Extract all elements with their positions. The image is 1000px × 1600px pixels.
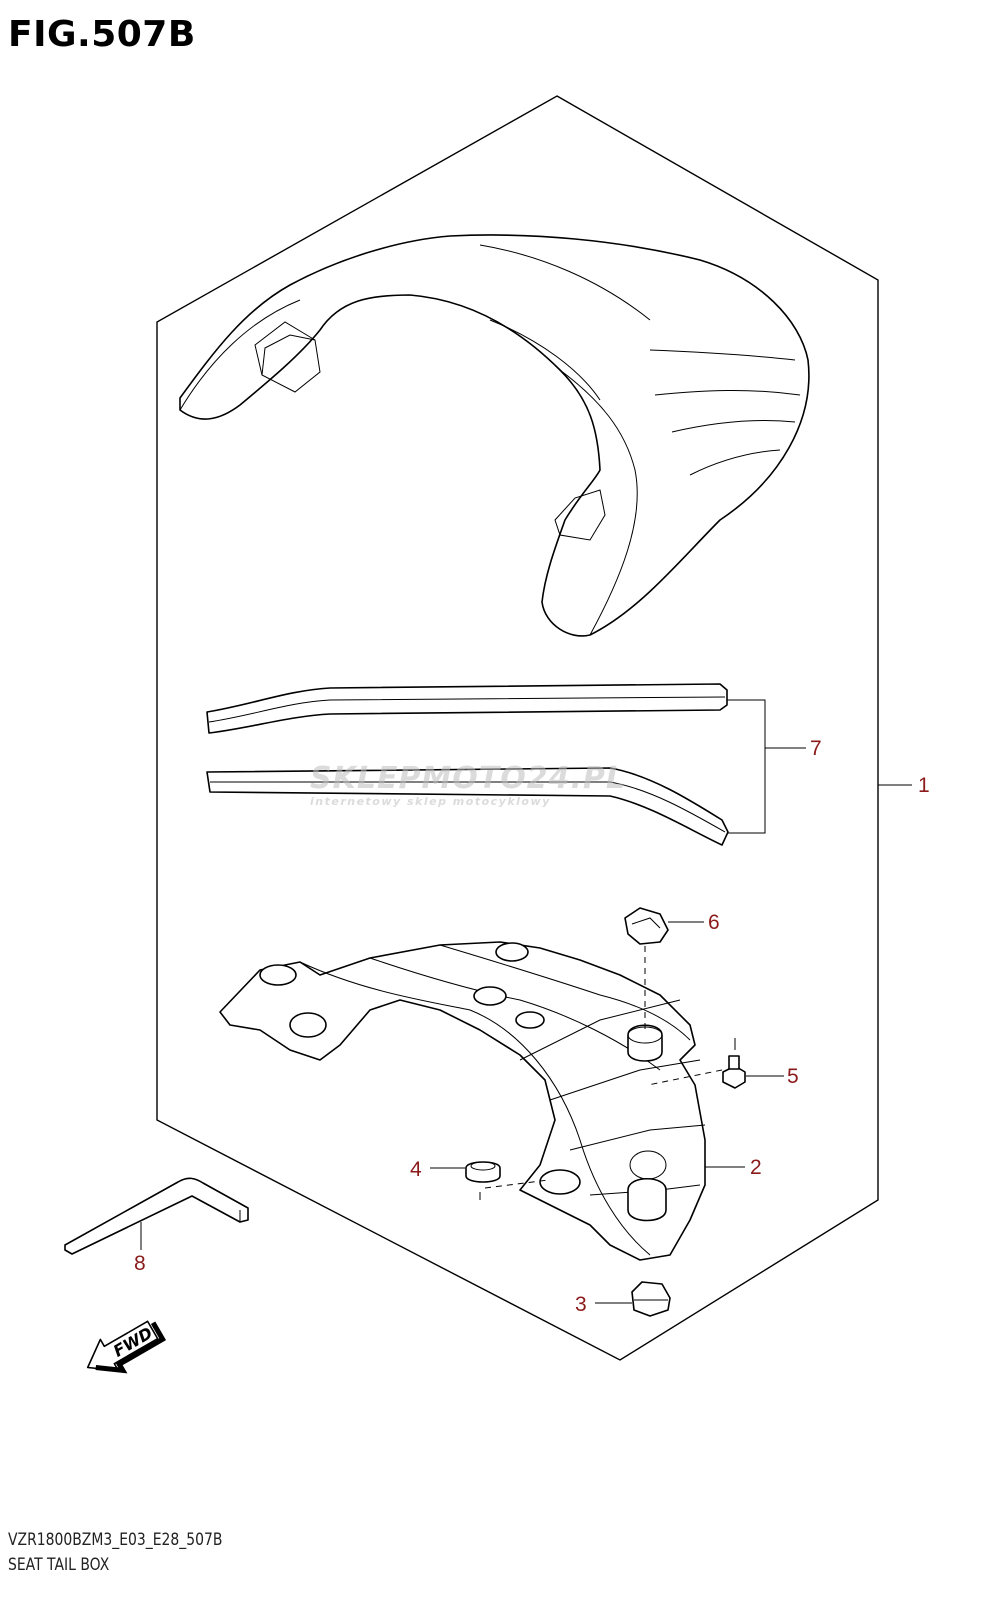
callout-3: 3 <box>575 1293 587 1316</box>
callout-6: 6 <box>708 911 720 934</box>
watermark-tagline: internetowy sklep motocyklowy <box>310 795 551 808</box>
callout-5: 5 <box>787 1065 799 1088</box>
figure-title: FIG.507B <box>8 14 196 55</box>
seat-base-frame <box>219 941 706 1261</box>
clip-nut <box>624 907 669 1030</box>
trim-strip-lower <box>206 767 729 846</box>
callout-1: 1 <box>918 774 930 797</box>
trim-strip-upper <box>206 683 728 734</box>
bolt <box>647 1038 746 1089</box>
callout-7: 7 <box>810 737 822 760</box>
leader-lines <box>140 699 912 1304</box>
cushion <box>631 1281 671 1317</box>
watermark: SKLEPMOTO24.PL internetowy sklep motocyk… <box>310 761 626 808</box>
footer-model-code: VZR1800BZM3_E03_E28_507B <box>8 1530 223 1550</box>
callout-4: 4 <box>410 1158 422 1181</box>
hex-wrench <box>64 1177 249 1255</box>
seat-tail-cover <box>179 234 810 637</box>
forward-arrow-icon: FWD <box>86 1320 167 1374</box>
callout-2: 2 <box>750 1156 762 1179</box>
assembly-boundary <box>156 95 879 1361</box>
callout-8: 8 <box>134 1252 146 1275</box>
watermark-brand: SKLEPMOTO24.PL <box>310 761 626 796</box>
footer-figure-name: SEAT TAIL BOX <box>8 1555 110 1575</box>
callouts: 1 2 3 4 5 6 7 8 <box>134 737 930 1316</box>
grommet <box>465 1161 549 1200</box>
